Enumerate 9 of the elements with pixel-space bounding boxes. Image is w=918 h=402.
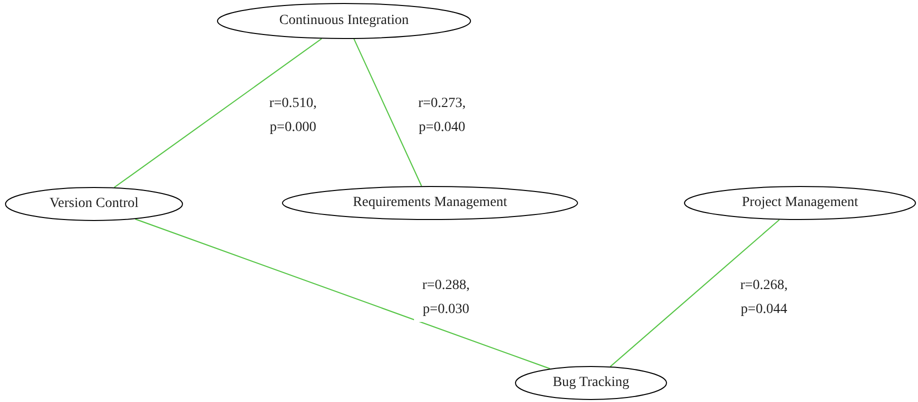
connector-line bbox=[135, 218, 550, 370]
node-label: Project Management bbox=[742, 195, 858, 211]
node-label: Continuous Integration bbox=[279, 13, 409, 29]
connector-line bbox=[353, 38, 422, 186]
connector-line bbox=[114, 38, 322, 188]
node-label: Version Control bbox=[49, 196, 139, 212]
node-label: Bug Tracking bbox=[552, 375, 630, 391]
connector-line bbox=[610, 219, 780, 367]
node-label: Requirements Management bbox=[352, 195, 508, 211]
